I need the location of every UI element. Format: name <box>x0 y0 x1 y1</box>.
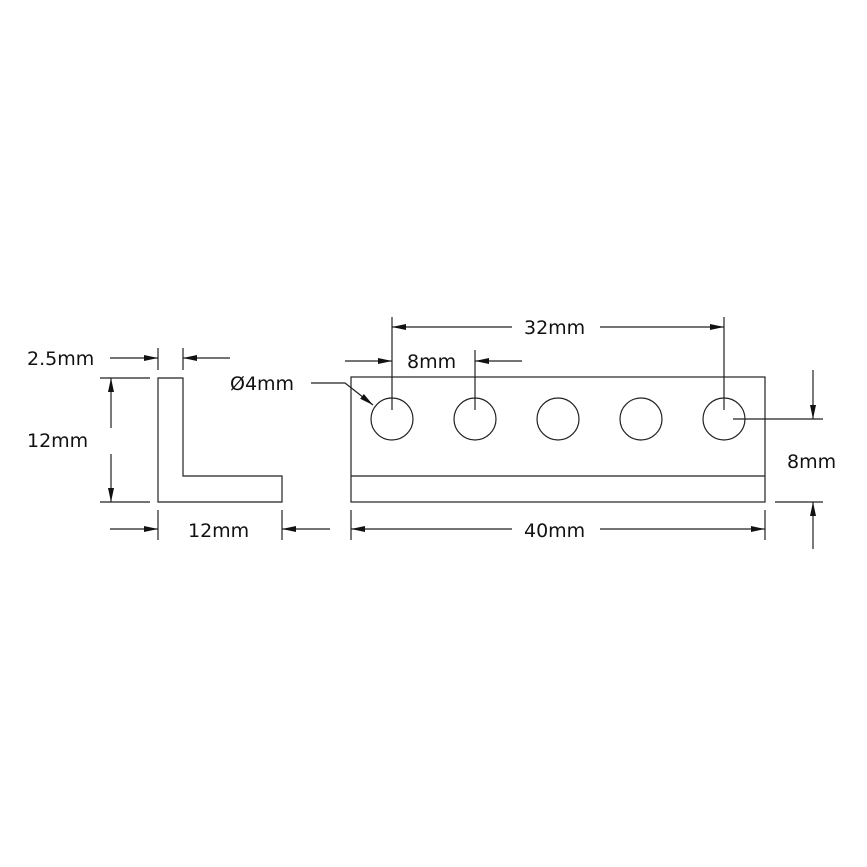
dim-length: 40mm <box>350 510 766 542</box>
dim-side-width-label: 12mm <box>188 520 249 542</box>
dim-thickness: 2.5mm <box>27 348 230 370</box>
dim-hole-height: 8mm <box>733 370 836 549</box>
dim-hole-diameter-label: Ø4mm <box>230 373 294 395</box>
dim-hole-span: 32mm <box>392 317 725 410</box>
mounting-hole <box>619 397 663 441</box>
dim-hole-diameter: Ø4mm <box>230 373 374 406</box>
dim-hole-span-label: 32mm <box>524 317 585 339</box>
mounting-hole <box>536 397 580 441</box>
dim-side-height: 12mm <box>27 377 150 503</box>
side-view-profile <box>157 377 283 503</box>
dim-side-height-label: 12mm <box>27 430 88 452</box>
dim-hole-spacing-label: 8mm <box>407 351 456 373</box>
dim-length-label: 40mm <box>524 520 585 542</box>
dim-hole-spacing: 8mm <box>345 317 522 410</box>
dim-hole-height-label: 8mm <box>787 451 836 473</box>
dim-thickness-label: 2.5mm <box>27 348 94 370</box>
front-view-plate <box>350 376 766 503</box>
dim-side-width: 12mm <box>110 510 330 542</box>
